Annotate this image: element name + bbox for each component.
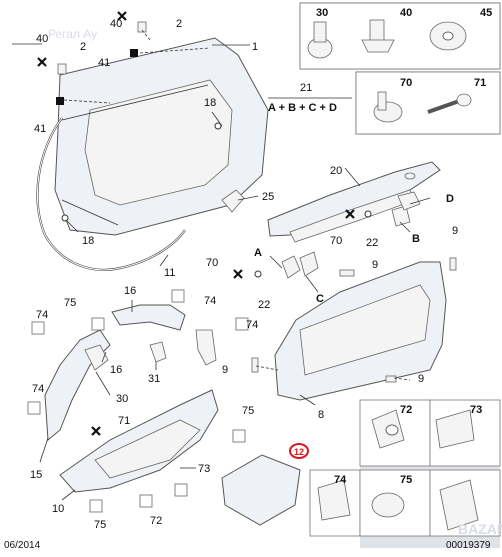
push-rivet-icon — [307, 21, 333, 59]
grid-label-75: 75 — [400, 474, 412, 486]
label-41b: 41 — [34, 123, 46, 135]
label-74a: 74 — [204, 295, 216, 307]
grid-label-71: 71 — [474, 77, 486, 89]
star-marker-40a-icon — [117, 11, 127, 21]
foam-block — [221, 454, 301, 526]
label-8: 8 — [318, 409, 324, 421]
date-code: 06/2014 — [4, 540, 41, 551]
label-c: C — [316, 293, 324, 305]
grid-label-72: 72 — [400, 404, 412, 416]
label-72: 72 — [150, 515, 162, 527]
label-70a: 70 — [206, 257, 218, 269]
label-11: 11 — [164, 267, 175, 279]
grid-label-73: 73 — [470, 404, 482, 416]
clip-31-icon — [149, 341, 167, 363]
label-74d: 74 — [32, 383, 44, 395]
label-9c: 9 — [222, 364, 228, 376]
star-marker-70b-icon — [345, 209, 355, 219]
legend-formula: A + B + C + D — [268, 102, 337, 114]
label-d: D — [446, 193, 454, 205]
grid-label-45: 45 — [480, 7, 492, 19]
leader-lines — [12, 43, 431, 501]
watermark-left: Регал Ау — [48, 27, 97, 41]
push-clip-icon — [371, 409, 405, 449]
label-75a: 75 — [64, 297, 76, 309]
label-2b: 2 — [80, 41, 86, 53]
star-marker-40b-icon — [37, 57, 47, 67]
fastener-41b-icon — [56, 97, 64, 105]
highlight-badge-label: 12 — [294, 447, 304, 457]
label-22a: 22 — [258, 299, 270, 311]
label-18a: 18 — [204, 97, 216, 109]
label-74b: 74 — [36, 309, 48, 321]
label-15: 15 — [30, 469, 42, 481]
grid-labels: 30 40 45 70 71 72 73 74 75 — [316, 7, 492, 486]
label-70b: 70 — [330, 235, 342, 247]
label-10: 10 — [52, 503, 64, 515]
push-pin-icon — [373, 91, 403, 123]
retainer-clip-icon — [435, 409, 475, 449]
clip-cell-last-icon — [439, 479, 479, 531]
star-marker-70a-icon — [233, 269, 243, 279]
label-16a: 16 — [124, 285, 136, 297]
side-trim-16 — [111, 304, 186, 331]
label-9b: 9 — [452, 225, 458, 237]
label-40a: 40 — [110, 18, 122, 30]
grid-label-40: 40 — [400, 7, 412, 19]
bracket-a — [281, 255, 301, 279]
bracket-c — [299, 251, 319, 277]
label-75b: 75 — [242, 405, 254, 417]
self-tapping-screw-icon — [427, 93, 472, 114]
label-20: 20 — [330, 165, 342, 177]
clip-squares — [27, 289, 249, 513]
label-9d: 9 — [418, 373, 424, 385]
label-75c: 75 — [94, 519, 106, 531]
part-labels: 40 2 40 2 41 41 1 18 18 25 11 20 A C B D… — [30, 18, 458, 531]
label-2a: 2 — [176, 18, 182, 30]
highlight-badge — [289, 443, 309, 459]
label-22b: 22 — [366, 237, 378, 249]
fastener-2b-icon — [57, 63, 67, 75]
label-30: 30 — [116, 393, 128, 405]
label-1: 1 — [252, 41, 258, 53]
bracket-25 — [221, 189, 245, 213]
grid-label-70: 70 — [400, 77, 412, 89]
label-a: A — [254, 247, 262, 259]
label-73: 73 — [198, 463, 210, 475]
label-31: 31 — [148, 373, 160, 385]
label-74c: 74 — [246, 319, 258, 331]
trim-piece-30 — [84, 344, 109, 371]
screw-clip-icon — [361, 19, 395, 53]
label-16b: 16 — [110, 364, 122, 376]
tailgate-panel — [54, 37, 269, 236]
label-9a: 9 — [372, 259, 378, 271]
edge-clip-icon — [317, 479, 351, 521]
legend-number: 21 — [300, 82, 312, 94]
label-71: 71 — [118, 415, 130, 427]
bracket-d — [397, 191, 421, 211]
label-41a: 41 — [98, 57, 110, 69]
grid-label-30: 30 — [316, 7, 328, 19]
watermark-right: BAZAR — [458, 521, 502, 537]
label-25: 25 — [262, 191, 274, 203]
fastener-2a-icon — [137, 21, 147, 33]
washer-icon — [429, 21, 467, 51]
round-clip-icon — [371, 492, 405, 518]
trim-piece-right-16 — [195, 329, 217, 366]
star-marker-71-icon — [91, 426, 101, 436]
fastener-41a-icon — [130, 49, 138, 57]
spoiler — [267, 161, 441, 237]
label-40b: 40 — [36, 33, 48, 45]
reference-code: 00019379 — [446, 540, 491, 551]
label-18b: 18 — [82, 235, 94, 247]
grid-label-74: 74 — [334, 474, 347, 486]
bracket-b — [391, 205, 411, 227]
label-b: B — [412, 233, 420, 245]
